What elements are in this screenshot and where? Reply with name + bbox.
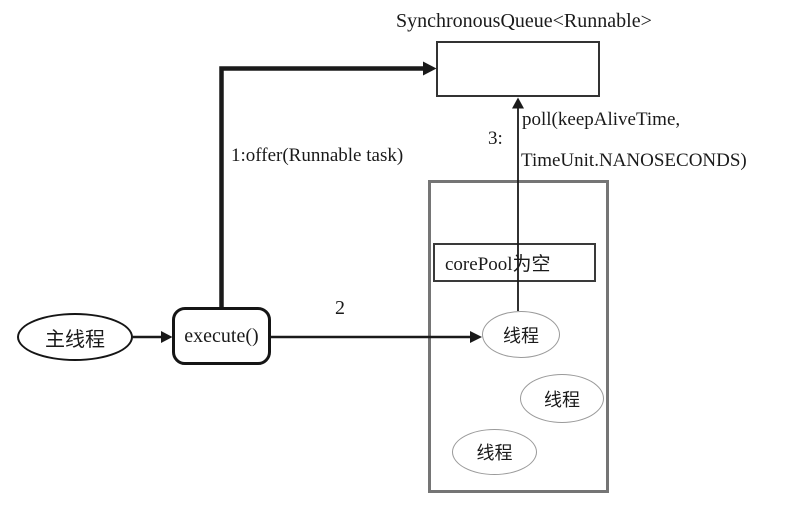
offer-arrowhead-icon xyxy=(423,61,437,76)
main-thread-node: 主线程 xyxy=(17,313,133,361)
execute-node: execute() xyxy=(172,307,271,365)
core-pool-empty-box: corePool为空 xyxy=(433,243,596,282)
poll-arrow-label-line1: poll(keepAliveTime, xyxy=(522,109,681,130)
poll-arrowhead-icon xyxy=(512,97,524,109)
execute-label: execute() xyxy=(184,324,259,347)
offer-arrow-label: 1:offer(Runnable task) xyxy=(231,145,404,166)
thread-label-2: 线程 xyxy=(544,389,580,410)
synchronous-queue-box xyxy=(436,41,600,97)
step3-arrow-label: 3: xyxy=(488,128,503,149)
thread-node-3: 线程 xyxy=(452,429,537,475)
core-pool-empty-label: corePool为空 xyxy=(445,254,551,275)
step2-arrow-label: 2 xyxy=(335,297,345,319)
main-thread-label: 主线程 xyxy=(45,328,105,351)
poll-arrow-label-line2: TimeUnit.NANOSECONDS) xyxy=(521,150,747,171)
thread-node-2: 线程 xyxy=(520,374,604,423)
thread-node-1: 线程 xyxy=(482,311,560,358)
thread-label-3: 线程 xyxy=(476,443,513,463)
offer-arrow-line xyxy=(219,66,423,307)
thread-label-1: 线程 xyxy=(503,325,539,346)
synchronous-queue-title: SynchronousQueue<Runnable> xyxy=(396,10,652,32)
main-to-execute-arrowhead-icon xyxy=(161,331,173,343)
